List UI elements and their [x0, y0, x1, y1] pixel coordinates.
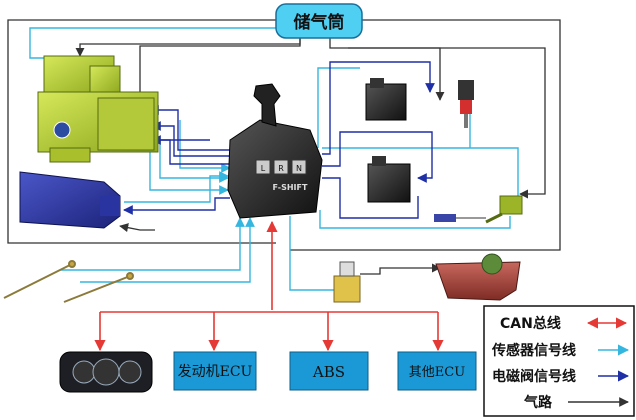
legend-label-valve: 电磁阀信号线 [492, 368, 576, 385]
legend-item-valve: 电磁阀信号线 [492, 368, 630, 385]
clutch-housing-image [435, 253, 521, 301]
shifter-key-1: L [261, 164, 266, 173]
legend: CAN总线 传感器信号线 电磁阀信号线 气路 [483, 305, 635, 417]
speed-sensor-image [434, 195, 523, 224]
other-ecu-node: 其他ECU [397, 351, 477, 391]
abs-node: ABS [289, 351, 369, 391]
legend-item-sensor: 传感器信号线 [491, 342, 630, 359]
pneumatic-valve-image [333, 261, 361, 303]
legend-label-air: 气路 [523, 394, 553, 411]
shifter-key-2: R [278, 164, 284, 173]
valve-assembly-image [37, 55, 159, 163]
sensor-lines [29, 27, 519, 291]
rod-sensor-right-image [63, 272, 134, 303]
can-bus [94, 220, 444, 352]
shifter-key-3: N [296, 164, 302, 173]
air-lines [7, 19, 561, 275]
shifter-image: L R N F-SHIFT [227, 83, 323, 219]
pressure-sensor-image [458, 80, 474, 128]
engine-ecu-node: 发动机ECU [173, 351, 257, 391]
engine-ecu-label: 发动机ECU [178, 364, 253, 380]
legend-label-can: CAN总线 [500, 315, 561, 332]
abs-label: ABS [312, 363, 345, 381]
legend-label-sensor: 传感器信号线 [491, 342, 576, 359]
rod-sensor-left-image [3, 260, 76, 299]
legend-item-air: 气路 [523, 394, 629, 411]
other-ecu-label: 其他ECU [409, 365, 465, 380]
shifter-brand: F-SHIFT [273, 183, 308, 192]
solenoid-valve-lower-image [367, 156, 411, 203]
valve-lines [99, 61, 435, 219]
air-tank: 储气筒 [275, 3, 363, 39]
legend-item-can: CAN总线 [500, 315, 628, 332]
instrument-cluster-image [59, 351, 153, 393]
solenoid-valve-upper-image [365, 78, 407, 121]
air-tank-label: 储气筒 [294, 12, 345, 33]
gearbox-image [19, 171, 121, 229]
